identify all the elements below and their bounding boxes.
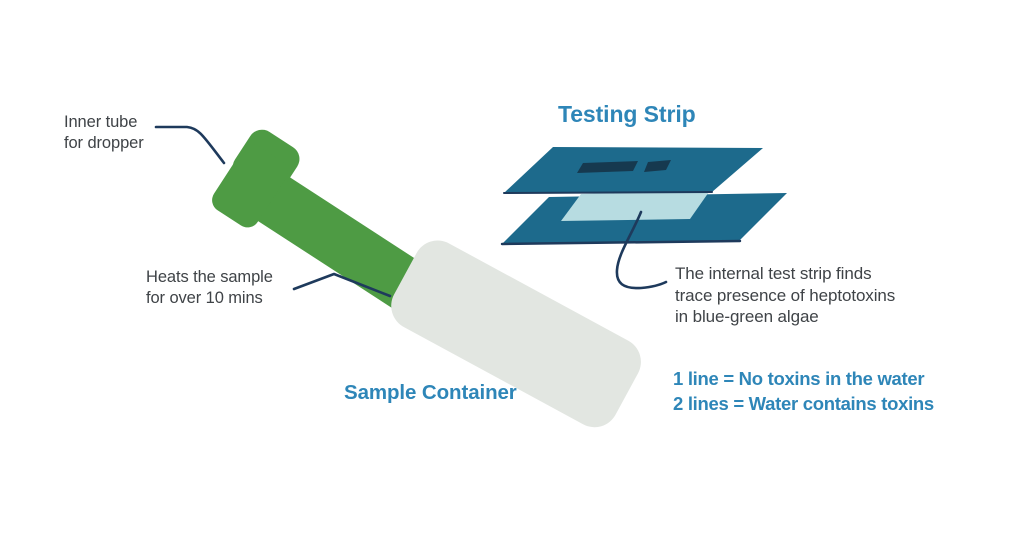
sample-container-body xyxy=(391,240,641,428)
leader-line-inner-tube xyxy=(154,125,226,165)
inner-tube-callout-line1: Inner tube xyxy=(64,113,138,131)
sample-container-label: Sample Container xyxy=(344,381,517,404)
result-legend-one-line: 1 line = No toxins in the water xyxy=(673,368,925,389)
dropper-collar xyxy=(212,144,288,228)
bottom-layer-edge-line xyxy=(500,239,742,246)
result-window-long xyxy=(577,161,638,173)
internal-strip-description-line1: The internal test strip finds xyxy=(675,264,872,283)
heats-sample-callout-line2: for over 10 mins xyxy=(146,289,263,307)
top-layer-edge-line xyxy=(503,191,713,194)
testing-strip-internal-strip xyxy=(561,189,711,221)
result-window-short xyxy=(644,160,671,172)
internal-strip-description-line3: in blue-green algae xyxy=(675,307,819,326)
testing-strip-title: Testing Strip xyxy=(558,101,696,127)
leader-line-internal-strip xyxy=(615,210,668,290)
leader-line-heats-sample xyxy=(292,272,392,298)
result-legend-two-lines: 2 lines = Water contains toxins xyxy=(673,393,934,414)
inner-tube-callout: Inner tube for dropper xyxy=(64,112,144,154)
inner-tube-callout-line2: for dropper xyxy=(64,134,144,152)
result-legend: 1 line = No toxins in the water 2 lines … xyxy=(673,366,934,416)
internal-strip-description: The internal test strip finds trace pres… xyxy=(675,263,895,328)
heats-sample-callout: Heats the sample for over 10 mins xyxy=(146,267,273,309)
internal-strip-description-line2: trace presence of heptotoxins xyxy=(675,285,896,305)
heats-sample-callout-line1: Heats the sample xyxy=(146,268,273,286)
